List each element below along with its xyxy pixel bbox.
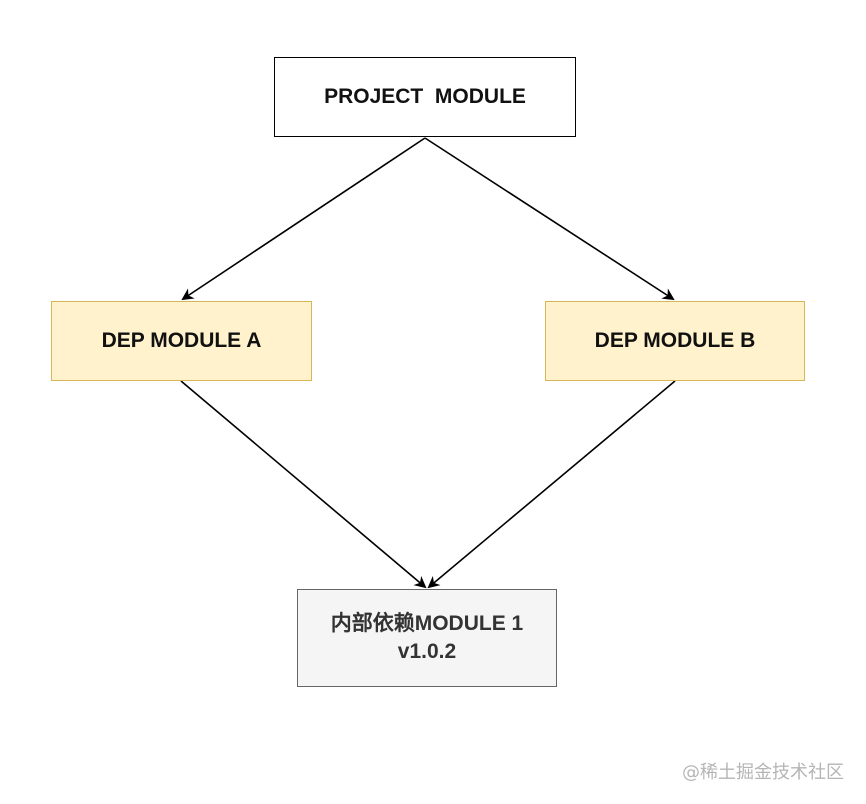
node-dep-module-b-label: DEP MODULE B <box>594 328 756 352</box>
node-internal-module-1-version: v1.0.2 <box>397 640 457 663</box>
node-dep-module-a[interactable]: DEP MODULE A <box>51 301 312 381</box>
node-project-module[interactable]: PROJECT MODULE <box>274 57 576 137</box>
edge-project-to-dep-a <box>181 137 426 301</box>
edge-dep-a-to-internal <box>180 380 427 589</box>
node-dep-module-a-label: DEP MODULE A <box>101 328 262 352</box>
node-project-module-label: PROJECT MODULE <box>324 84 526 108</box>
watermark-text: @稀土掘金技术社区 <box>682 762 844 783</box>
node-internal-module-1-label: 内部依赖MODULE 1 <box>330 611 524 635</box>
edge-dep-b-to-internal <box>427 380 676 589</box>
node-internal-module-1[interactable]: 内部依赖MODULE 1 v1.0.2 <box>297 589 557 687</box>
node-dep-module-b[interactable]: DEP MODULE B <box>545 301 805 381</box>
edge-project-to-dep-b <box>424 137 675 301</box>
